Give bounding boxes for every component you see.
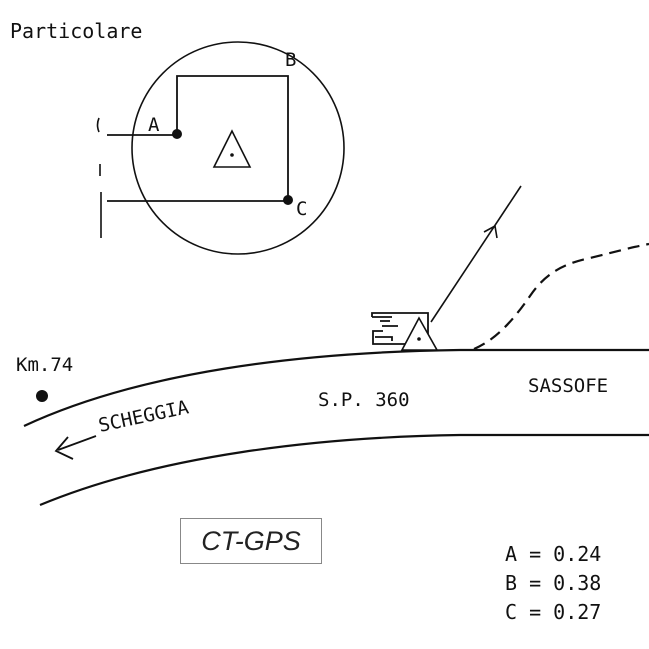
coordinate-row-c: C = 0.27 xyxy=(505,600,602,624)
survey-tag: CT-GPS xyxy=(180,518,322,564)
coordinate-label: C xyxy=(505,600,518,624)
direction-right-label: SASSOFE xyxy=(528,375,608,397)
coordinate-label: A xyxy=(505,542,518,566)
detail-circle xyxy=(131,41,345,255)
coordinate-row-a: A = 0.24 xyxy=(505,542,602,566)
benchmark-triangle-road-icon xyxy=(400,316,439,351)
coordinate-value: 0.27 xyxy=(553,600,602,624)
dashed-track xyxy=(473,242,649,351)
wall-marks xyxy=(96,117,102,238)
road-name-label: S.P. 360 xyxy=(318,389,410,411)
benchmark-triangle-icon xyxy=(212,129,252,168)
point-c-label: C xyxy=(296,198,307,220)
km-marker-dot xyxy=(36,390,48,402)
point-a-dot xyxy=(172,129,182,139)
km-marker-label: Km.74 xyxy=(16,354,73,376)
coordinate-value: 0.24 xyxy=(553,542,602,566)
coordinates-list: A = 0.24 B = 0.38 C = 0.27 xyxy=(505,540,601,627)
arrow-left-icon xyxy=(54,435,97,460)
detail-title: Particolare xyxy=(10,19,142,43)
road-edge-north xyxy=(23,348,649,427)
direction-left-label: SCHEGGIA xyxy=(96,396,191,437)
direction-arrow xyxy=(430,185,522,323)
coordinate-label: B xyxy=(505,571,518,595)
point-b-label: B xyxy=(285,49,296,71)
point-c-dot xyxy=(283,195,293,205)
point-a-label: A xyxy=(148,114,160,136)
benchmark-path xyxy=(107,75,289,202)
road-edge-south xyxy=(39,433,649,507)
coordinate-value: 0.38 xyxy=(553,571,602,595)
coordinate-row-b: B = 0.38 xyxy=(505,571,602,595)
